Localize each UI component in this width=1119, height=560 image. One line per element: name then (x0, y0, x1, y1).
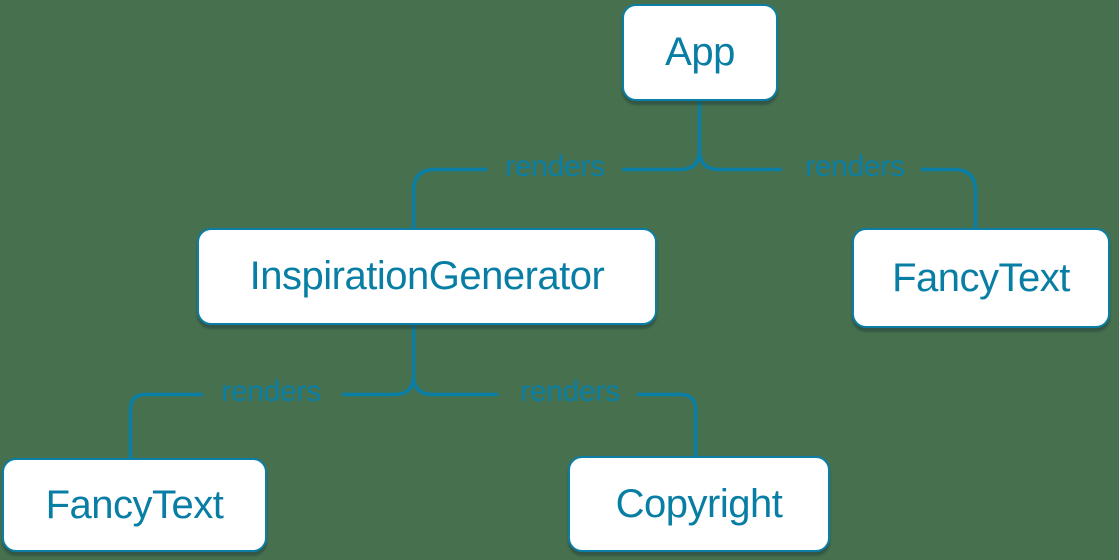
edge-label-app-inspirationgenerator: renders (505, 150, 605, 183)
edge-label-inspirationgenerator-copyright: renders (520, 375, 620, 408)
edge-inspirationgenerator-copyright-line-a (411, 375, 498, 397)
edge-inspirationgenerator-fancytext-line-b (128, 392, 203, 459)
edge-app-inspirationgenerator-line-a (622, 149, 702, 172)
edge-app-fancytext-line-a (697, 149, 782, 172)
node-copyright: Copyright (568, 456, 830, 552)
node-inspiration-generator: InspirationGenerator (197, 228, 657, 325)
node-fancy-text-top: FancyText (852, 228, 1110, 328)
edge-label-inspirationgenerator-fancytext: renders (221, 375, 321, 408)
edge-label-app-fancytext: renders (805, 150, 905, 183)
edge-inspirationgenerator-fancytext-line-a (342, 375, 416, 397)
edge-app-inspirationgenerator-line-b (411, 167, 487, 229)
edge-inspirationgenerator-copyright-line-b (637, 392, 698, 457)
node-app: App (622, 4, 778, 101)
edge-app-fancytext-line-b (921, 167, 978, 229)
node-fancy-text-bottom: FancyText (2, 458, 267, 552)
